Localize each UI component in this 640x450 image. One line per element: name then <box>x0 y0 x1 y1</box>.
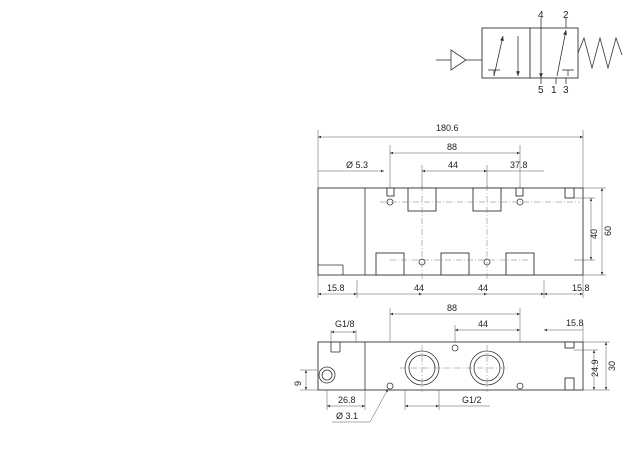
dim-overall-length: 180.6 <box>436 123 459 133</box>
top-view: 180.6 88 44 37.8 Ø 5.3 <box>317 123 613 298</box>
mount-hole <box>451 344 459 352</box>
dim-port-pitch: 44 <box>448 160 458 170</box>
port-label-2: 2 <box>563 10 569 21</box>
slot <box>386 187 395 197</box>
port-label-3: 3 <box>563 85 569 96</box>
port-rect <box>440 252 470 276</box>
mount-hole <box>516 382 524 390</box>
dim-bottom-left: 15.8 <box>327 283 345 293</box>
pilot-triangle-icon <box>450 49 467 71</box>
dim-pilot-offset: 26.8 <box>338 395 356 405</box>
dim-side-height-port: 24.9 <box>590 359 600 377</box>
symbol-box-right <box>529 27 579 79</box>
valve-body-side <box>317 341 584 391</box>
port-label-1: 1 <box>551 85 557 96</box>
port-rect <box>505 252 535 276</box>
dim-bottom-right: 15.8 <box>572 283 590 293</box>
port-thread-label: G1/2 <box>462 395 482 405</box>
pilot-thread-label: G1/8 <box>335 319 355 329</box>
dim-mount-hole: Ø 3.1 <box>336 411 358 421</box>
mount-hole <box>386 382 394 390</box>
dim-height-outer: 60 <box>603 226 613 236</box>
port-label-4: 4 <box>538 10 544 21</box>
dim-pilot-height: 9 <box>293 381 303 386</box>
pilot-port <box>318 366 336 384</box>
symbol-box-left <box>481 27 531 79</box>
pneumatic-symbol: 4 2 5 1 3 <box>436 10 623 96</box>
dim-hole-diameter: Ø 5.3 <box>346 160 368 170</box>
flow-arrow-icon <box>556 29 567 77</box>
port-label-5: 5 <box>538 85 544 96</box>
dim-center-span: 88 <box>447 142 457 152</box>
dim-side-span: 88 <box>447 303 457 313</box>
dim-bottom-mid-right: 44 <box>478 283 488 293</box>
slot <box>515 187 524 197</box>
port-rect <box>375 252 405 276</box>
dim-side-pitch: 44 <box>478 319 488 329</box>
dim-side-height-total: 30 <box>607 361 617 371</box>
dim-height-inner: 40 <box>589 229 599 239</box>
side-view: 88 44 15.8 G1/8 9 <box>293 303 617 423</box>
slot <box>564 187 575 199</box>
dim-side-right-offset: 15.8 <box>566 318 584 328</box>
dim-bottom-mid-left: 44 <box>414 283 424 293</box>
dim-port-offset: 37.8 <box>510 160 528 170</box>
spring-icon <box>577 36 623 70</box>
flow-arrow-icon <box>493 35 504 77</box>
